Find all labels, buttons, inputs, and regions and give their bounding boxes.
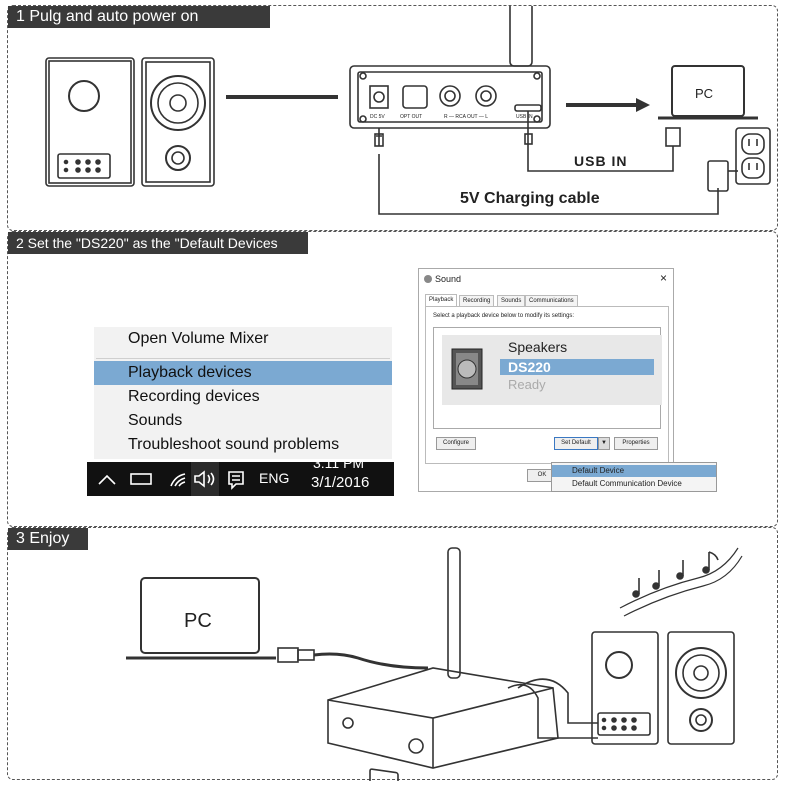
- usb-in-port-label: USB IN: [516, 114, 533, 120]
- tab-playback[interactable]: Playback: [425, 294, 458, 306]
- volume-context-menu: Open Volume Mixer Playback devices Recor…: [94, 327, 392, 459]
- menu-item-default-communication-device[interactable]: Default Communication Device: [572, 479, 682, 488]
- configure-button[interactable]: Configure: [436, 437, 476, 450]
- chevron-down-icon: ▼: [601, 440, 607, 446]
- speaker-right-icon: [667, 631, 735, 745]
- menu-item-troubleshoot[interactable]: Troubleshoot sound problems: [128, 436, 340, 453]
- pc-label: PC: [695, 86, 714, 101]
- dialog-title: Sound: [435, 274, 462, 284]
- language-indicator[interactable]: ENG: [259, 470, 290, 486]
- menu-item-recording-devices[interactable]: Recording devices: [128, 388, 260, 405]
- pc-label: PC: [184, 610, 212, 632]
- step-2-panel: 2 Set the "DS220" as the "Default Device…: [7, 231, 778, 527]
- tab-sounds[interactable]: Sounds: [497, 295, 526, 306]
- step-2-title: 2 Set the "DS220" as the "Default Device…: [8, 232, 308, 254]
- menu-item-default-device[interactable]: Default Device: [552, 465, 716, 477]
- charging-cable-label: 5V Charging cable: [460, 190, 600, 207]
- device-row-ds220[interactable]: Speakers DS220 Ready: [442, 335, 662, 405]
- speaker-icon: [194, 470, 215, 488]
- step-1-panel: 1 Pulg and auto power on: [7, 5, 778, 231]
- dac-device-back-icon: [349, 6, 551, 129]
- device-selection-highlight: [500, 359, 654, 375]
- speaker-left-icon: [591, 631, 659, 745]
- speaker-left-icon: [45, 57, 135, 187]
- set-default-dropdown-arrow[interactable]: ▼: [598, 437, 610, 450]
- device-status: Ready: [508, 377, 546, 392]
- step-1-title: 1 Pulg and auto power on: [8, 6, 270, 28]
- windows-taskbar: ENG 3:11 PM 3/1/2016: [87, 462, 394, 496]
- sound-dialog: Sound × Playback Recording Sounds Commun…: [418, 268, 674, 492]
- set-default-button[interactable]: Set Default: [554, 437, 598, 450]
- battery-icon: [130, 473, 152, 485]
- wifi-icon: [170, 473, 186, 487]
- speaker-device-icon: [451, 348, 483, 390]
- sound-dialog-icon: [424, 275, 432, 283]
- speaker-right-icon: [141, 57, 215, 187]
- notification-icon: [228, 471, 244, 490]
- set-default-menu: Default Device Default Communication Dev…: [551, 462, 717, 492]
- clock-time: 3:11 PM: [313, 455, 365, 471]
- device-model: DS220: [508, 359, 551, 375]
- rca-out-label: R — RCA OUT — L: [444, 114, 489, 120]
- menu-separator: [96, 358, 390, 359]
- chevron-up-icon: [98, 474, 116, 485]
- connection-diagram: [45, 6, 771, 215]
- tab-recording[interactable]: Recording: [459, 295, 495, 306]
- menu-item-sounds[interactable]: Sounds: [128, 412, 183, 429]
- pc-laptop-icon: [126, 577, 276, 660]
- music-notes-icon: [619, 547, 743, 617]
- opt-out-label: OPT OUT: [400, 114, 423, 120]
- clock-date: 3/1/2016: [311, 474, 370, 491]
- tab-communications[interactable]: Communications: [525, 295, 578, 306]
- taskbar-icons: [98, 470, 244, 490]
- device-list: Speakers DS220 Ready: [433, 327, 662, 429]
- step-3-title: 3 Enjoy: [8, 528, 88, 550]
- menu-item-playback-devices[interactable]: Playback devices: [94, 361, 392, 385]
- menu-item-open-volume-mixer[interactable]: Open Volume Mixer: [128, 330, 269, 347]
- playback-tab-panel: Select a playback device below to modify…: [425, 306, 669, 464]
- power-outlet-icon: [707, 127, 771, 192]
- step-3-panel: 3 Enjoy: [7, 527, 778, 781]
- properties-button[interactable]: Properties: [614, 437, 658, 450]
- dc5v-label: DC 5V: [370, 114, 385, 120]
- close-icon[interactable]: ×: [659, 271, 667, 285]
- usb-in-label: USB IN: [574, 153, 628, 169]
- enjoy-diagram: [126, 547, 743, 781]
- ok-button[interactable]: OK: [527, 469, 557, 482]
- instruction-text: Select a playback device below to modify…: [433, 313, 575, 319]
- pc-laptop-icon: [658, 65, 758, 120]
- device-name: Speakers: [508, 339, 568, 355]
